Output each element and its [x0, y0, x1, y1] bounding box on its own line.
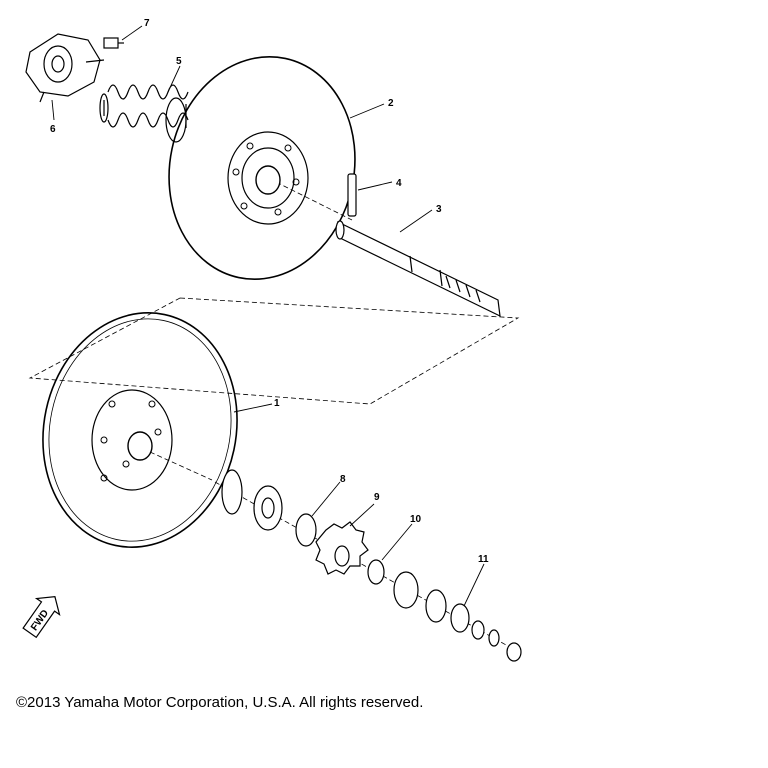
- callout-8: 8: [340, 474, 346, 485]
- callout-2: 2: [388, 98, 394, 109]
- callout-5: 5: [176, 56, 182, 67]
- callout-7: 7: [144, 18, 150, 29]
- callout-10: 10: [410, 514, 422, 525]
- callout-1: 1: [274, 398, 280, 409]
- part-4-pin: [347, 173, 357, 217]
- callout-6: 6: [50, 124, 56, 135]
- callout-3: 3: [436, 204, 442, 215]
- part-6-cam-bracket: [25, 33, 105, 103]
- callout-labels: 1 2 3 4 5 6 7 8 9 10 11: [50, 18, 489, 565]
- callout-9: 9: [374, 492, 380, 503]
- part-2-sheave: [168, 55, 356, 281]
- callout-11: 11: [478, 554, 489, 565]
- part-7-bolt: [103, 37, 124, 49]
- part-8-collar: [295, 513, 317, 547]
- part-stack: [221, 469, 522, 662]
- part-3-shaft: [335, 220, 501, 318]
- fwd-arrow-icon: FWD: [22, 596, 61, 639]
- part-9-sprocket: [315, 521, 369, 575]
- part-10-washer: [367, 559, 385, 585]
- copyright-notice: ©2013 Yamaha Motor Corporation, U.S.A. A…: [16, 694, 424, 711]
- callout-4: 4: [396, 178, 402, 189]
- leader-lines: [51, 25, 485, 607]
- alignment-guides: [28, 174, 520, 651]
- part-5-spring: [99, 84, 189, 143]
- part-11-bearing: [450, 603, 470, 633]
- part-1-sheave: [42, 312, 238, 548]
